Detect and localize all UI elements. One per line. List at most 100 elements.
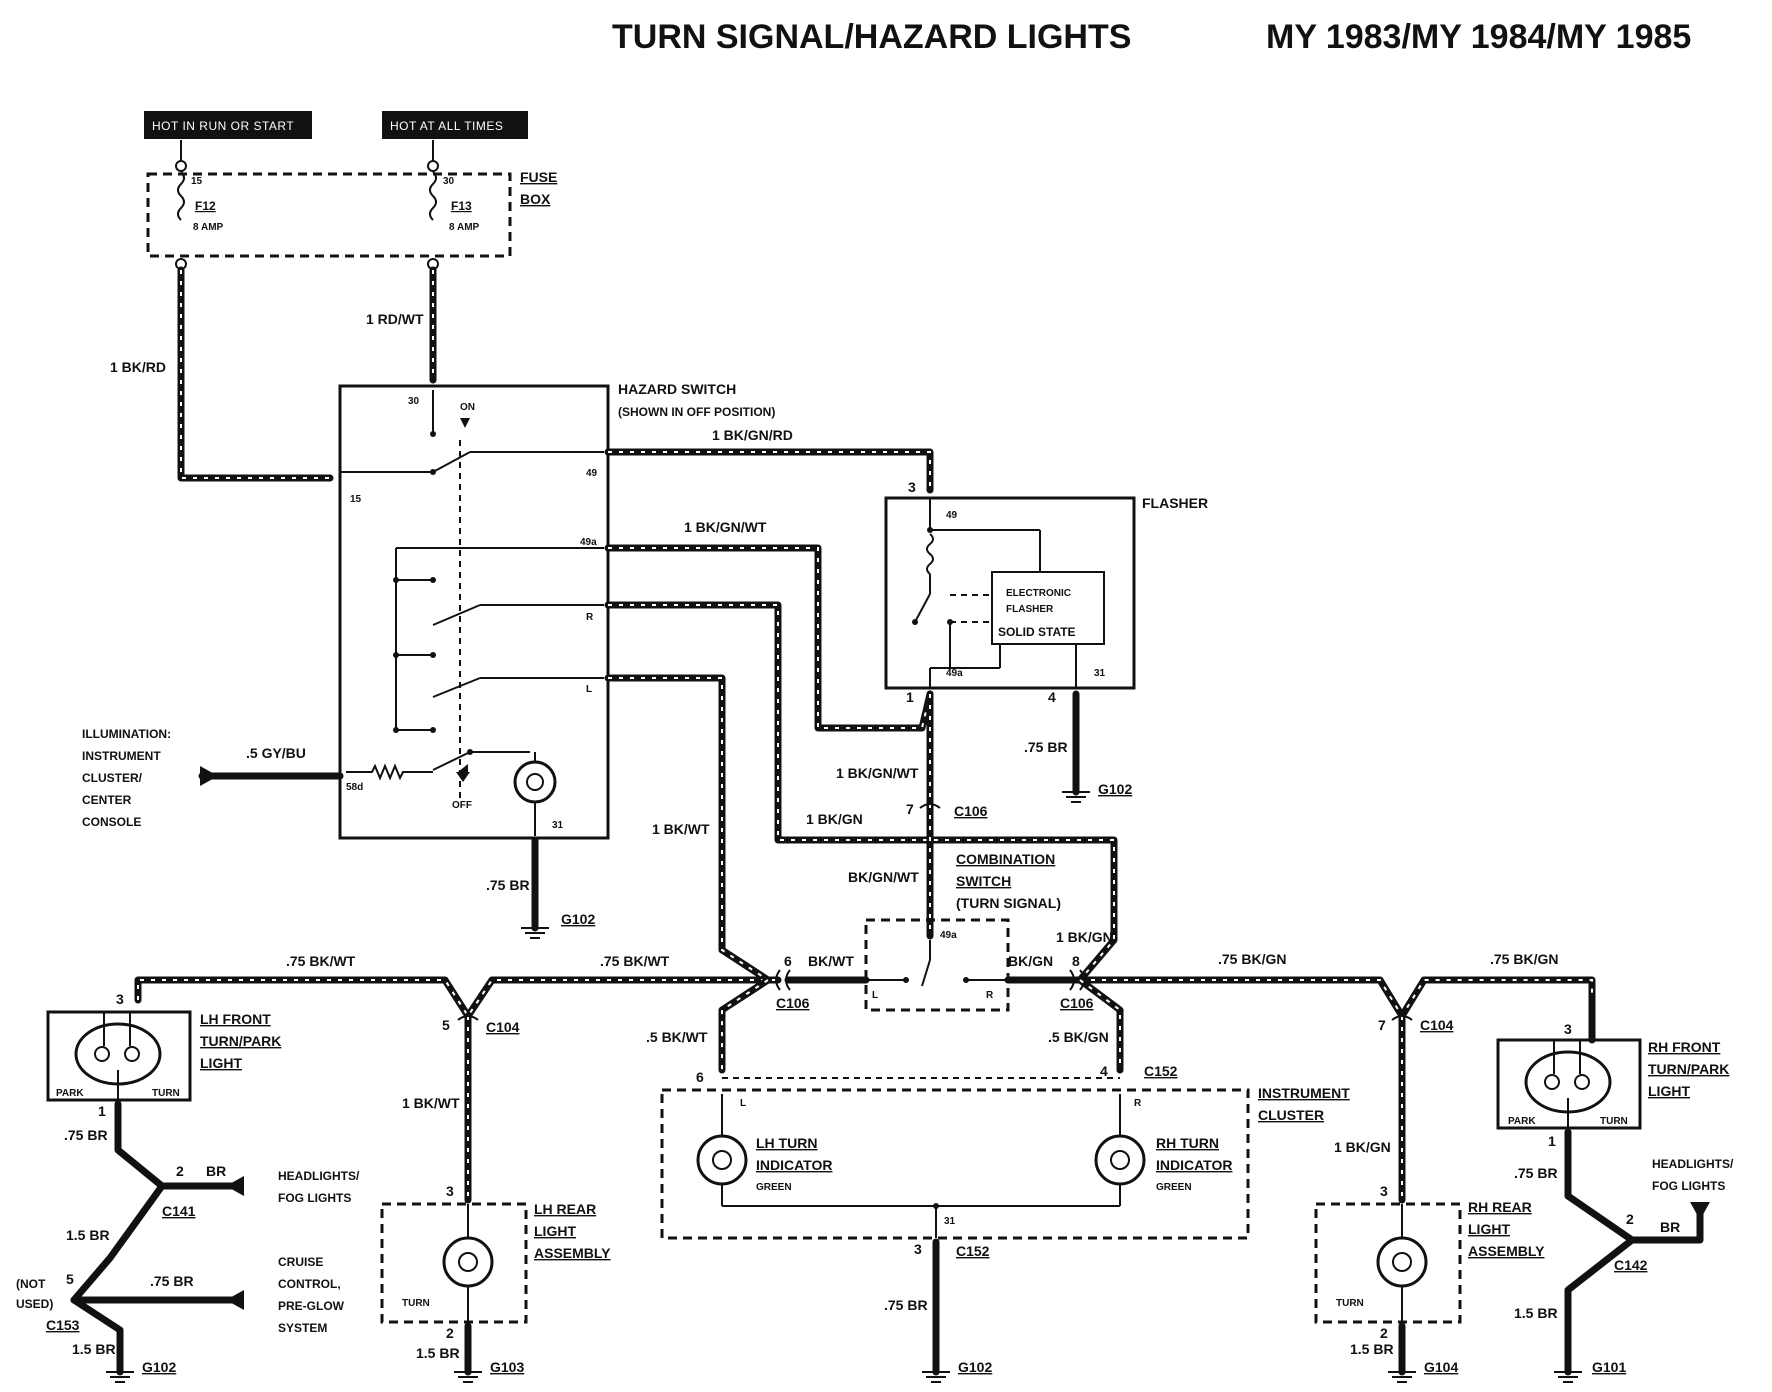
ground-g102-flasher: .75 BR G102 — [1024, 690, 1132, 803]
svg-text:ELECTRONIC: ELECTRONIC — [1006, 588, 1071, 599]
svg-text:INDICATOR: INDICATOR — [756, 1157, 832, 1173]
svg-text:7: 7 — [1378, 1017, 1386, 1033]
svg-text:.5 BK/GN: .5 BK/GN — [1048, 1029, 1109, 1045]
svg-text:31: 31 — [944, 1216, 956, 1227]
svg-text:1 BK/GN/WT: 1 BK/GN/WT — [836, 765, 919, 781]
rh-front-turn-park-light: 3 PARK TURN RH FRONT TURN/PARK LIGHT 1 — [1496, 996, 1729, 1149]
combination-switch: COMBINATION SWITCH (TURN SIGNAL) 49a L R — [864, 851, 1061, 1012]
instrument-cluster: 6 4 C152 INSTRUMENT CLUSTER L R LH TURN … — [660, 1063, 1350, 1240]
svg-text:1.5 BR: 1.5 BR — [416, 1345, 460, 1361]
svg-text:1.5 BR: 1.5 BR — [1514, 1305, 1558, 1321]
hazard-switch: HAZARD SWITCH (SHOWN IN OFF POSITION) 30… — [338, 381, 775, 840]
svg-text:HEADLIGHTS/: HEADLIGHTS/ — [1652, 1157, 1734, 1171]
fuse-f13-rating: 8 AMP — [449, 222, 480, 233]
svg-text:31: 31 — [552, 820, 564, 831]
svg-text:5: 5 — [66, 1271, 74, 1287]
svg-text:G101: G101 — [1592, 1359, 1626, 1375]
svg-text:.75 BR: .75 BR — [1024, 739, 1068, 755]
svg-text:LIGHT: LIGHT — [534, 1223, 576, 1239]
svg-text:1 BK/GN/RD: 1 BK/GN/RD — [712, 427, 793, 443]
svg-text:L: L — [586, 684, 592, 695]
svg-text:L: L — [740, 1098, 746, 1109]
svg-text:G102: G102 — [1098, 781, 1132, 797]
svg-text:HOT IN RUN OR START: HOT IN RUN OR START — [152, 119, 294, 133]
svg-text:CONSOLE: CONSOLE — [82, 815, 141, 829]
svg-text:3: 3 — [116, 991, 124, 1007]
off-arrow-icon — [456, 772, 470, 782]
rh-turn-indicator-icon — [1094, 1134, 1146, 1186]
svg-text:C152: C152 — [956, 1243, 990, 1259]
svg-text:C104: C104 — [1420, 1017, 1454, 1033]
svg-text:C106: C106 — [776, 995, 810, 1011]
svg-text:1: 1 — [906, 689, 914, 705]
svg-text:GREEN: GREEN — [1156, 1182, 1192, 1193]
svg-text:RH TURN: RH TURN — [1156, 1135, 1219, 1151]
svg-text:L: L — [872, 990, 878, 1001]
svg-text:BK/GN: BK/GN — [1008, 953, 1053, 969]
lh-turn-indicator-icon — [696, 1134, 748, 1186]
wire-bk-gn-rd: 1 BK/GN/RD — [604, 427, 934, 494]
svg-text:6: 6 — [784, 953, 792, 969]
rh-rear-light-assembly: 7 C104 1 BK/GN 3 TURN RH REAR LIGHT ASSE… — [1314, 1012, 1545, 1383]
fuse-f12-rating: 8 AMP — [193, 222, 224, 233]
svg-text:CENTER: CENTER — [82, 793, 132, 807]
svg-text:3: 3 — [446, 1183, 454, 1199]
on-arrow-icon — [460, 418, 470, 428]
svg-text:58d: 58d — [346, 782, 363, 793]
svg-text:1 BK/GN: 1 BK/GN — [1056, 929, 1113, 945]
svg-text:3: 3 — [1564, 1021, 1572, 1037]
svg-text:6: 6 — [696, 1069, 704, 1085]
svg-text:SWITCH: SWITCH — [956, 873, 1011, 889]
svg-text:FOG LIGHTS: FOG LIGHTS — [1652, 1179, 1725, 1193]
svg-text:C106: C106 — [1060, 995, 1094, 1011]
svg-text:49: 49 — [946, 510, 958, 521]
fuse-f13-terminal: 30 — [443, 176, 455, 187]
svg-text:.5 GY/BU: .5 GY/BU — [246, 745, 306, 761]
svg-text:G102: G102 — [561, 911, 595, 927]
svg-text:2: 2 — [1626, 1211, 1634, 1227]
svg-text:TURN: TURN — [1336, 1298, 1364, 1309]
svg-text:ASSEMBLY: ASSEMBLY — [534, 1245, 611, 1261]
svg-text:BK/WT: BK/WT — [808, 953, 854, 969]
svg-text:.75 BR: .75 BR — [884, 1297, 928, 1313]
rh-front-ground-wires: .75 BR BR 2 C142 HEADLIGHTS/ FOG LIGHTS … — [1514, 1128, 1734, 1383]
svg-text:3: 3 — [914, 1241, 922, 1257]
svg-text:LIGHT: LIGHT — [200, 1055, 242, 1071]
ground-g102-hazard: .75 BR G102 — [486, 836, 595, 939]
fuse-f12-terminal: 15 — [191, 176, 203, 187]
flasher: FLASHER 3 49 49a 31 1 4 ELECTRONIC FLASH… — [884, 479, 1208, 705]
svg-text:.75 BK/GN: .75 BK/GN — [1218, 951, 1286, 967]
fuse-box-label-1: FUSE — [520, 169, 557, 185]
svg-text:1.5 BR: 1.5 BR — [1350, 1341, 1394, 1357]
svg-text:1 BK/WT: 1 BK/WT — [652, 821, 710, 837]
svg-text:CRUISE: CRUISE — [278, 1255, 323, 1269]
svg-text:CLUSTER/: CLUSTER/ — [82, 771, 143, 785]
lh-front-turn-park-light: 3 PARK TURN LH FRONT TURN/PARK LIGHT 1 — [46, 991, 281, 1119]
svg-text:CLUSTER: CLUSTER — [1258, 1107, 1324, 1123]
fuse-f12-name: F12 — [195, 199, 216, 213]
svg-text:INSTRUMENT: INSTRUMENT — [82, 749, 161, 763]
fuse-box-label-2: BOX — [520, 191, 551, 207]
svg-text:49a: 49a — [940, 930, 957, 941]
svg-text:49a: 49a — [580, 537, 597, 548]
svg-text:LH REAR: LH REAR — [534, 1201, 596, 1217]
svg-text:TURN: TURN — [402, 1298, 430, 1309]
svg-text:LH TURN: LH TURN — [756, 1135, 817, 1151]
svg-text:G102: G102 — [958, 1359, 992, 1375]
svg-text:.75 BR: .75 BR — [150, 1273, 194, 1289]
svg-text:LH FRONT: LH FRONT — [200, 1011, 271, 1027]
svg-text:BR: BR — [206, 1163, 226, 1179]
svg-text:PRE-GLOW: PRE-GLOW — [278, 1299, 345, 1313]
svg-text:PARK: PARK — [56, 1088, 84, 1099]
ground-g102-cluster: 3 C152 .75 BR G102 — [884, 1238, 992, 1383]
svg-text:TURN: TURN — [1600, 1116, 1628, 1127]
hazard-switch-sublabel: (SHOWN IN OFF POSITION) — [618, 405, 775, 419]
fuse-f13-name: F13 — [451, 199, 472, 213]
wire-bk-gn-wt-2: 1 BK/GN/WT BK/GN/WT 7 C106 — [836, 690, 988, 940]
fuse-f13-icon — [429, 171, 437, 221]
svg-text:RH FRONT: RH FRONT — [1648, 1039, 1721, 1055]
hazard-lamp-icon — [513, 760, 557, 804]
svg-text:4: 4 — [1100, 1063, 1108, 1079]
svg-text:3: 3 — [908, 479, 916, 495]
